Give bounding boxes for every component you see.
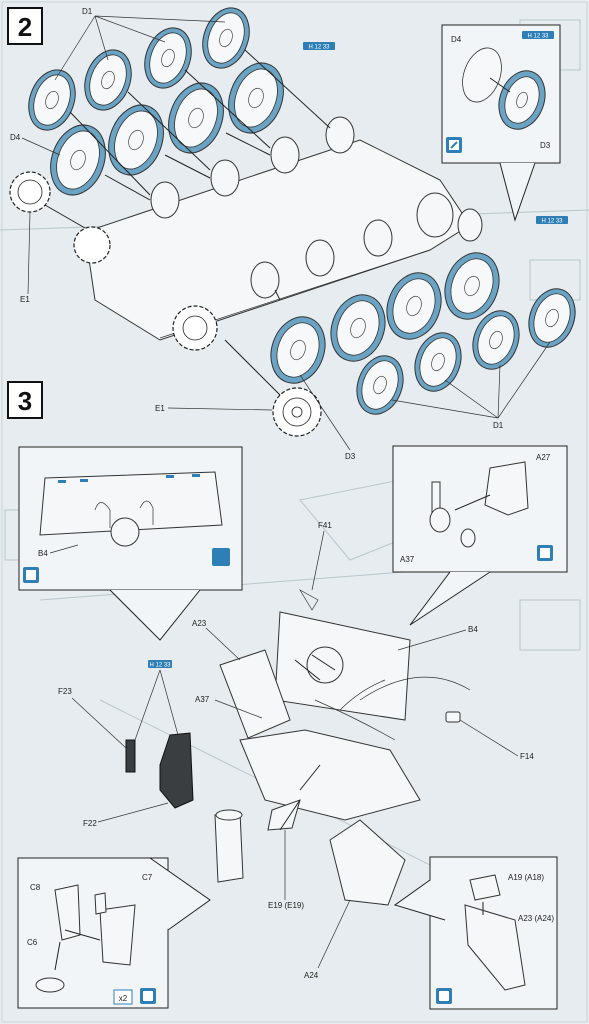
inset-wheel-detail: H 12 33 D4 D3	[441, 24, 561, 222]
svg-text:x2: x2	[119, 994, 128, 1003]
svg-text:H 12 33: H 12 33	[308, 45, 330, 51]
assembly-arrows-step2	[44, 49, 331, 396]
paint-icon	[212, 548, 230, 566]
label-a27: A27	[536, 453, 551, 462]
label-d4-left: D4	[10, 133, 21, 142]
label-a37: A37	[195, 695, 210, 704]
axle-hubs	[150, 116, 483, 299]
step-2: 2	[7, 7, 576, 461]
label-d4-inset: D4	[451, 35, 462, 44]
label-a24: A24	[304, 971, 319, 980]
label-c8: C8	[30, 883, 41, 892]
inset-a19-a23: A19 (A18) A23 (A24)	[393, 856, 558, 1010]
sprocket-hull	[73, 226, 218, 351]
step-number: 3	[18, 386, 32, 416]
label-f22: F22	[83, 819, 97, 828]
label-a19: A19 (A18)	[508, 873, 544, 882]
label-a37-inset: A37	[400, 555, 415, 564]
label-f41: F41	[318, 521, 332, 530]
paint-ref-badge: H 12 33	[303, 42, 335, 51]
paint-ref-badge-4: H 12 33	[134, 660, 179, 741]
main-assembly	[125, 589, 471, 906]
sprocket-left	[9, 171, 51, 213]
svg-text:H 12 33: H 12 33	[149, 663, 171, 669]
paint-ref-badge-3: H 12 33	[522, 31, 554, 40]
label-c7: C7	[142, 873, 153, 882]
hull-side	[84, 139, 471, 341]
label-e1-left: E1	[20, 295, 30, 304]
step-number: 2	[18, 12, 32, 42]
label-d3-bottom: D3	[345, 452, 356, 461]
label-f14: F14	[520, 752, 534, 761]
label-e19: E19 (E19)	[268, 901, 304, 910]
step-3: 3 B4 A27 A37	[7, 381, 568, 1010]
label-d1-top: D1	[82, 7, 93, 16]
road-wheels-lower	[270, 252, 576, 415]
inset-c-parts: C8 C7 C6 x2	[17, 857, 211, 1009]
inset-a37-a27: A27 A37	[392, 445, 568, 626]
label-a23: A23	[192, 619, 207, 628]
road-wheels-upper	[28, 7, 284, 196]
paint-ref-badge-2: H 12 33	[536, 216, 568, 225]
label-c6: C6	[27, 938, 38, 947]
label-e1-bottom: E1	[155, 404, 165, 413]
multiplier-badge: x2	[113, 989, 133, 1005]
label-d1-bottom: D1	[493, 421, 504, 430]
svg-text:H 12 33: H 12 33	[527, 34, 549, 40]
sprocket-bottom	[272, 387, 322, 437]
inset-b4-plate: B4	[18, 446, 243, 641]
label-a23a24: A23 (A24)	[518, 914, 554, 923]
label-b4: B4	[468, 625, 478, 634]
label-d3-inset: D3	[540, 141, 551, 150]
label-b4-inset: B4	[38, 549, 48, 558]
label-f23: F23	[58, 687, 72, 696]
svg-text:H 12 33: H 12 33	[541, 219, 563, 225]
